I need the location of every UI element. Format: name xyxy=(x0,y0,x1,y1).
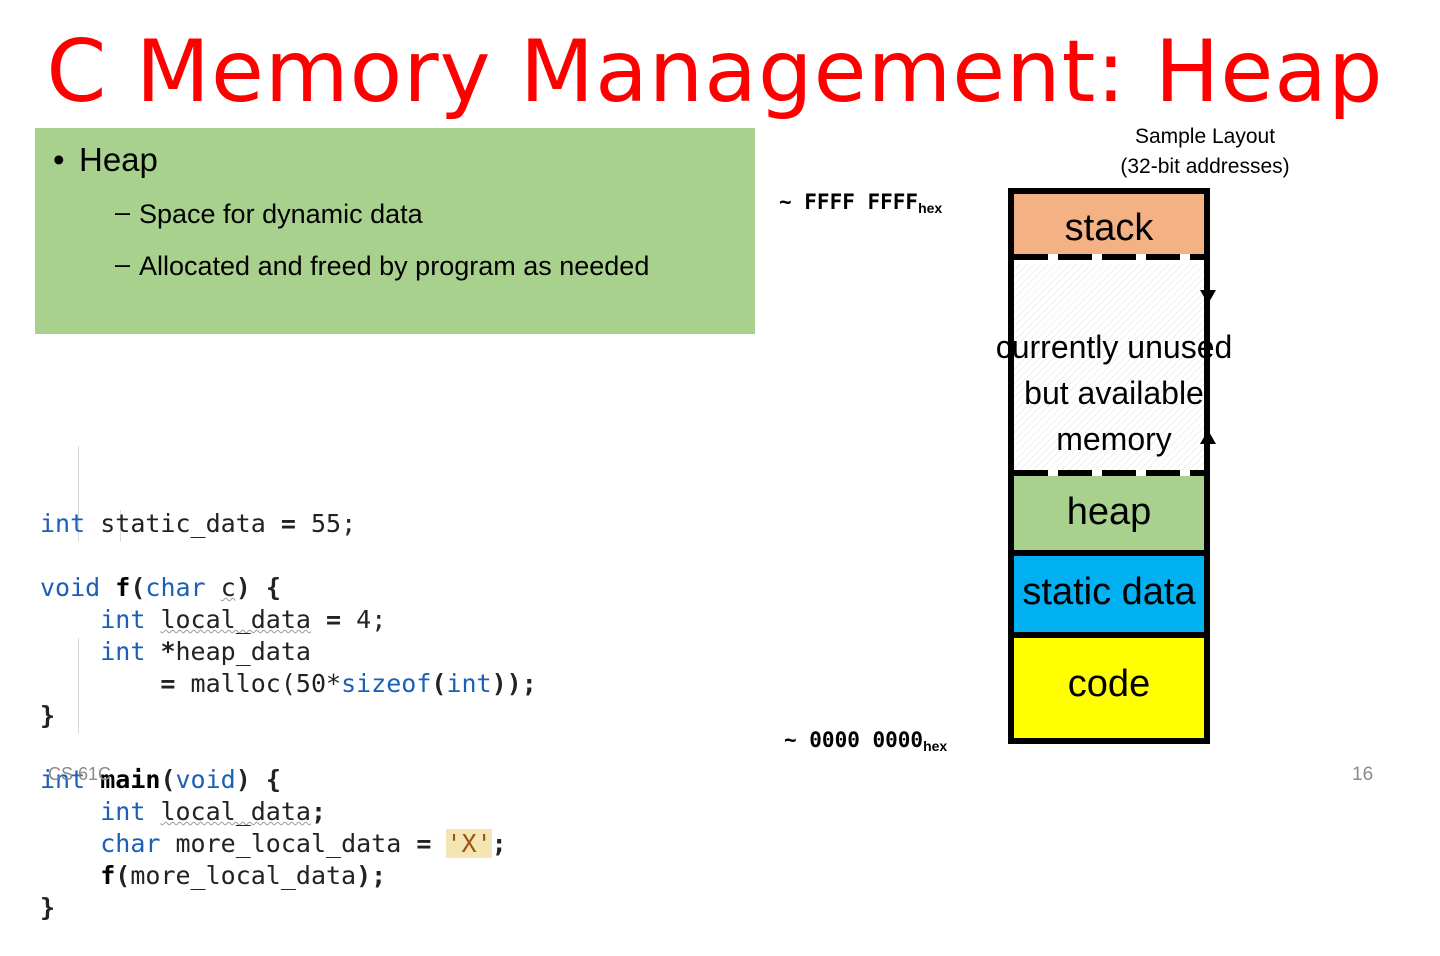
bullet-marker: • xyxy=(53,141,65,178)
code-line: } xyxy=(40,701,56,730)
segment-unused: currently unused but available memory xyxy=(996,264,1232,470)
code-line: int local_data; xyxy=(100,797,327,826)
address-top-value: ~ FFFF FFFF xyxy=(779,190,919,214)
address-bottom: ~ 0000 0000hex xyxy=(784,728,947,754)
dash-marker: – xyxy=(115,249,131,279)
arrow-down-icon xyxy=(1200,260,1216,304)
page-number: 16 xyxy=(1352,764,1374,785)
code-line: void f(char c) { xyxy=(40,573,281,602)
segment-divider xyxy=(1014,550,1204,556)
code-line: char more_local_data = 'X'; xyxy=(100,829,507,858)
code-line: int main(void) { xyxy=(40,765,281,794)
bullet-heap-text: Heap xyxy=(79,141,158,178)
hex-suffix: hex xyxy=(923,738,948,754)
memory-layout-diagram: stack currently unused but available mem… xyxy=(996,188,1232,744)
bullet-heap: • Heap xyxy=(53,140,158,180)
layout-caption-line2: (32-bit addresses) xyxy=(1120,155,1290,178)
dash-marker: – xyxy=(115,197,131,227)
sub-bullet-2-text: Allocated and freed by program as needed xyxy=(139,251,650,281)
sub-bullet-1: – Space for dynamic data xyxy=(115,194,719,234)
address-bottom-value: ~ 0000 0000 xyxy=(784,728,924,752)
segment-divider xyxy=(1014,632,1204,638)
code-line: = malloc(50*sizeof(int)); xyxy=(160,669,537,698)
code-lines: int static_data = 55; void f(char c) { in… xyxy=(40,508,740,924)
segment-stack-label: stack xyxy=(1064,207,1154,249)
segment-heap-label: heap xyxy=(1066,491,1152,533)
code-line: } xyxy=(40,893,56,922)
segment-static-label: static data xyxy=(1022,571,1196,613)
segment-code-label: code xyxy=(1067,663,1151,705)
address-top: ~ FFFF FFFFhex xyxy=(779,190,942,216)
indent-guide xyxy=(120,510,121,542)
code-line xyxy=(40,540,740,572)
layout-caption: Sample Layout (32-bit addresses) xyxy=(1090,122,1320,182)
code-line xyxy=(40,732,740,764)
segment-unused-label: currently unused but available memory xyxy=(995,329,1233,457)
footer-course: CS 61C xyxy=(48,764,112,784)
indent-guide xyxy=(78,638,79,734)
code-line: int *heap_data xyxy=(100,637,311,666)
code-line: int local_data = 4; xyxy=(100,605,387,634)
heap-description-box: • Heap – Space for dynamic data – Allocat… xyxy=(35,128,755,334)
code-snippet: int static_data = 55; void f(char c) { in… xyxy=(40,348,740,922)
code-line: int static_data = 55; xyxy=(40,509,357,538)
segment-code: code xyxy=(1014,638,1204,738)
code-line: f(more_local_data); xyxy=(100,861,387,890)
sub-bullet-2: – Allocated and freed by program as need… xyxy=(115,246,719,286)
segment-heap: heap xyxy=(1014,476,1204,550)
segment-stack: stack xyxy=(1014,194,1204,254)
stack-boundary-dashed xyxy=(1014,254,1204,260)
segment-static-data: static data xyxy=(1014,556,1204,632)
arrow-up-icon xyxy=(1200,430,1216,472)
indent-guide xyxy=(78,446,79,542)
hex-suffix: hex xyxy=(918,200,943,216)
sub-bullet-1-text: Space for dynamic data xyxy=(139,199,423,229)
layout-caption-line1: Sample Layout xyxy=(1134,125,1276,148)
heap-boundary-dashed xyxy=(1014,470,1204,476)
slide-title: C Memory Management: Heap xyxy=(46,22,1384,122)
